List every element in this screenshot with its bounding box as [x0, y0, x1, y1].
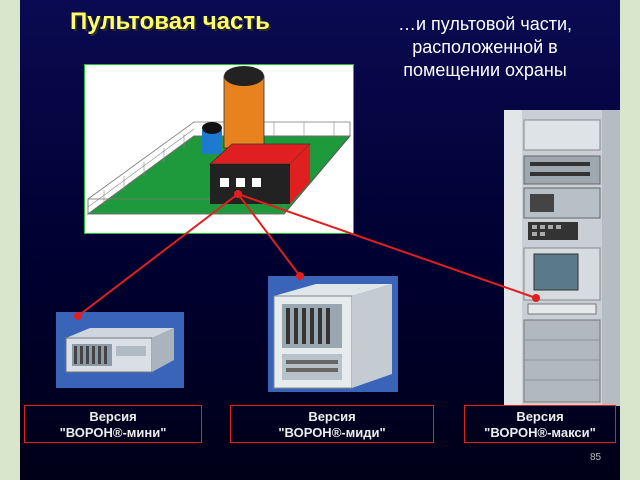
slide-subtitle: …и пультовой части, расположенной в поме… [397, 14, 573, 80]
page-number: 85 [590, 452, 602, 463]
facility-scene-icon [84, 64, 354, 234]
version-box-maxi: Версия "ВОРОН®-макси" [464, 405, 616, 443]
version-name: "ВОРОН®-мини" [59, 425, 167, 440]
version-box-midi: Версия "ВОРОН®-миди" [230, 405, 434, 443]
slide-title: Пультовая часть [70, 8, 270, 35]
version-name: "ВОРОН®-миди" [278, 425, 386, 440]
server-rack-icon [504, 110, 620, 406]
version-box-mini: Версия "ВОРОН®-мини" [24, 405, 202, 443]
version-name: "ВОРОН®-макси" [484, 425, 596, 440]
version-label: Версия [516, 409, 564, 424]
slide: Пультовая часть …и пультовой части, расп… [20, 0, 620, 480]
desktop-unit-icon [56, 312, 184, 388]
version-label: Версия [89, 409, 137, 424]
version-label: Версия [308, 409, 356, 424]
cabinet-unit-icon [268, 276, 398, 392]
